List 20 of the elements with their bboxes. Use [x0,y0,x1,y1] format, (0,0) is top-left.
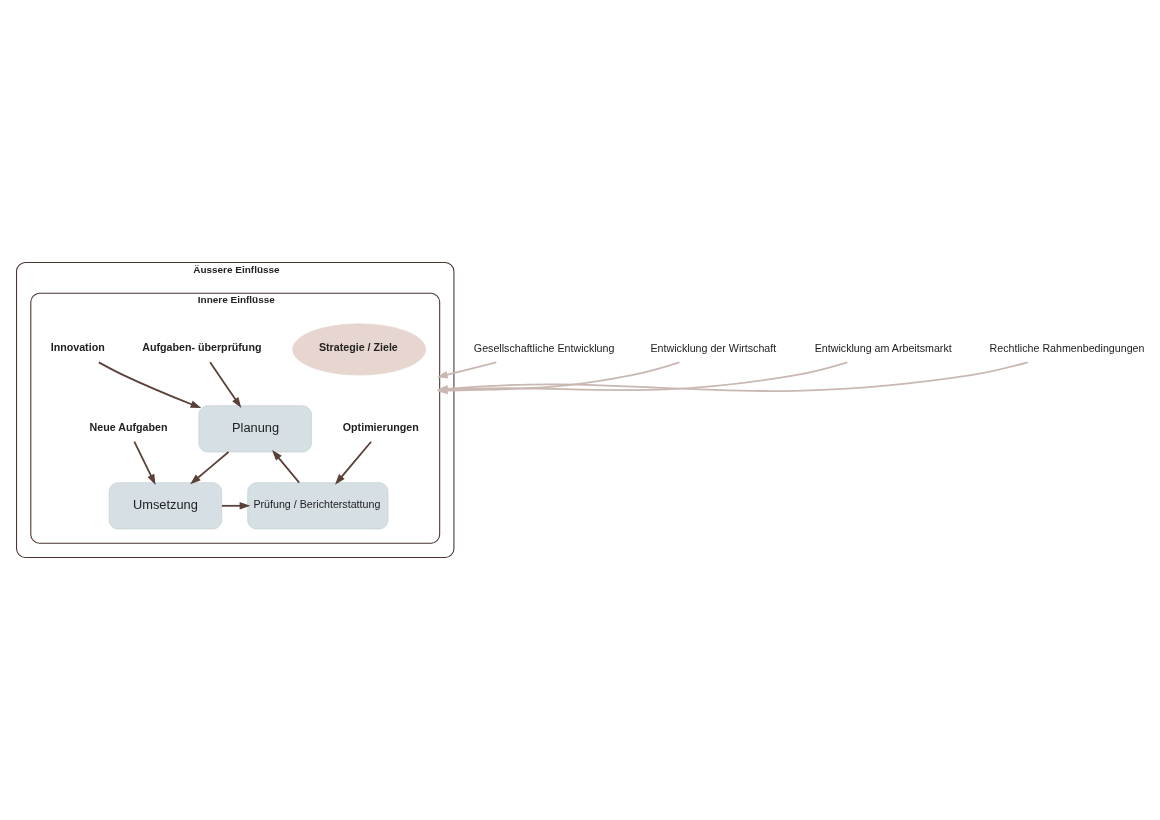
node-text: Innovation [50,341,105,354]
node-text: Rechtliche Rahmenbedingungen [989,341,1145,354]
arrow [209,361,242,408]
node-text: Optimierungen [342,420,419,433]
arrow [437,361,498,379]
arrow [221,502,251,510]
arrow [133,440,156,486]
node-text: Entwicklung am Arbeitsmarkt [814,341,952,354]
arrow [272,449,301,484]
arrow [335,440,372,485]
arrow [190,451,230,485]
node-text: Entwicklung der Wirtschaft [650,341,777,354]
node-ellipse: Strategie / Ziele [292,323,427,376]
node-box: Umsetzung [108,482,223,530]
arrow [98,361,202,409]
node-text: Gesellschaftliche Entwicklung [473,341,615,354]
node-text: Neue Aufgaben [89,420,168,433]
node-text: Aufgaben- überprüfung [142,341,262,354]
node-box: Planung [198,405,312,453]
node-box: Prüfung / Berichterstattung [247,482,389,530]
